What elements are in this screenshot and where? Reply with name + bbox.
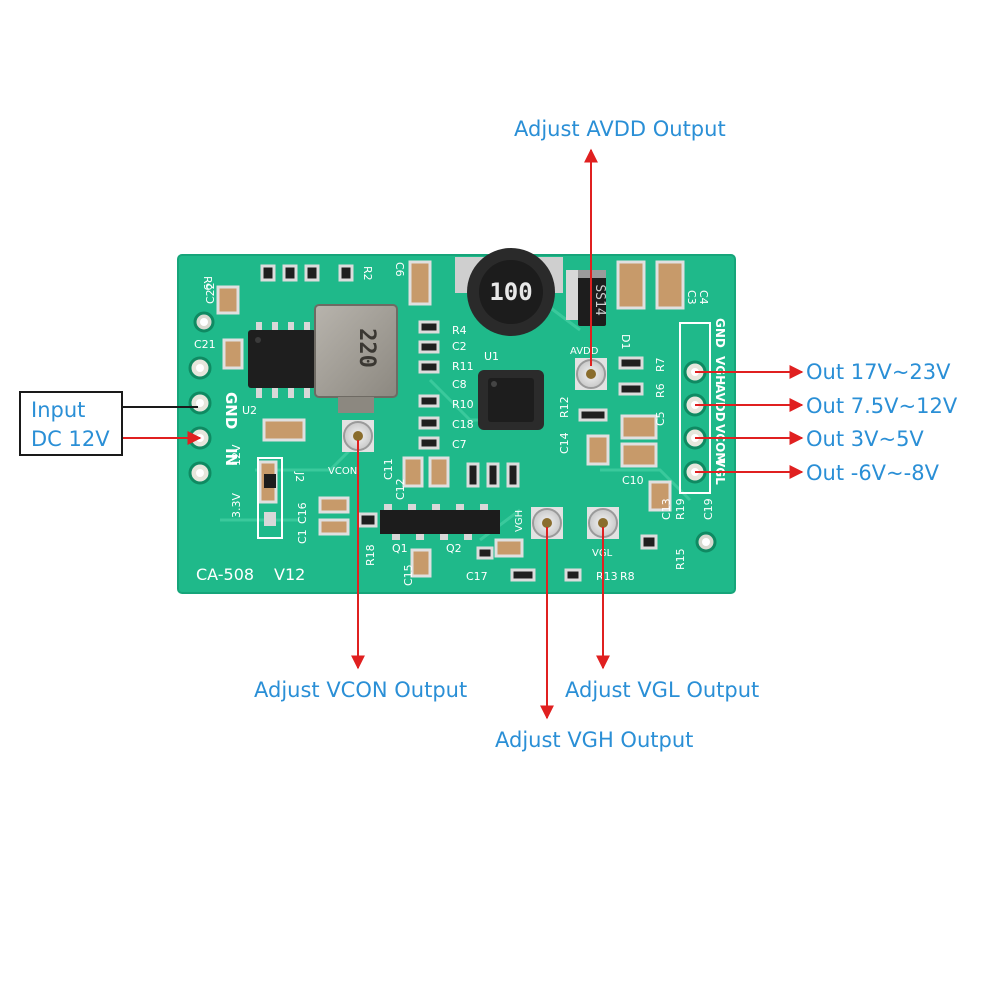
silk-r15: R15 xyxy=(674,548,687,570)
jumper-pads xyxy=(257,457,283,539)
silk-q2: Q2 xyxy=(446,542,462,555)
pot-vgh-label: VGH xyxy=(514,510,525,532)
pot-vcon-label: VCON xyxy=(328,466,357,477)
resistors xyxy=(260,264,658,582)
board-gnd-label: GND xyxy=(222,392,240,429)
inductor-large-label: 220 xyxy=(354,328,379,368)
silk-r12: R12 xyxy=(558,396,571,418)
silk-c2: C2 xyxy=(452,340,467,353)
input-label-line1: Input xyxy=(31,398,86,422)
silk-c18: C18 xyxy=(452,418,474,431)
silk-c3: C3 xyxy=(685,290,698,305)
silk-r4: R4 xyxy=(452,324,467,337)
silk-r9: R9 xyxy=(201,276,214,291)
silk-q1: Q1 xyxy=(392,542,408,555)
silk-c4: C4 xyxy=(697,290,710,305)
header-gnd-label: GND xyxy=(713,318,727,348)
silk-d1: D1 xyxy=(619,334,632,349)
silk-c19: C19 xyxy=(702,498,715,520)
input-label-line2: DC 12V xyxy=(31,427,110,451)
adjust-arrows xyxy=(351,148,610,720)
input-label-box: Input DC 12V xyxy=(19,391,123,456)
silk-r18: R18 xyxy=(364,544,377,566)
ic-u1 xyxy=(478,370,544,430)
silk-r2: R2 xyxy=(361,266,374,281)
silk-c5: C5 xyxy=(654,411,667,426)
transistors xyxy=(380,504,500,540)
silk-c13: C13 xyxy=(660,498,673,520)
diode-ss14: SS14 xyxy=(566,270,607,326)
board-12v-label: 12V xyxy=(230,444,243,466)
adjust-vgl-label: Adjust VGL Output xyxy=(565,678,760,702)
silk-c16: C16 xyxy=(296,502,309,524)
input-leaders xyxy=(123,406,202,445)
out-vcom-label: Out 3V~5V xyxy=(806,427,924,451)
silk-j2: J2 xyxy=(293,471,306,482)
silk-c1: C1 xyxy=(296,529,309,544)
silk-c11: C11 xyxy=(382,458,395,480)
silk-c17: C17 xyxy=(466,570,488,583)
board-model-label: CA-508 xyxy=(196,565,254,584)
adjust-avdd-label: Adjust AVDD Output xyxy=(514,117,726,141)
adjust-vcon-label: Adjust VCON Output xyxy=(254,678,468,702)
output-arrows xyxy=(695,365,804,479)
silk-c21: C21 xyxy=(194,338,216,351)
board-in-label: IN xyxy=(222,448,240,466)
output-header-pads xyxy=(679,322,711,494)
silk-r7: R7 xyxy=(654,357,667,372)
silk-c12: C12 xyxy=(394,478,407,500)
silk-r13: R13 xyxy=(596,570,618,583)
out-avdd-label: Out 7.5V~12V xyxy=(806,394,958,418)
silk-c8: C8 xyxy=(452,378,467,391)
pot-avdd-label: AVDD xyxy=(570,346,599,357)
silk-r6: R6 xyxy=(654,383,667,398)
silk-r19: R19 xyxy=(674,498,687,520)
header-avdd-label: AVDD xyxy=(713,384,727,422)
header-vgh-label: VGH xyxy=(713,356,727,385)
mounting-holes xyxy=(193,311,717,553)
silk-c22: C22 xyxy=(204,282,217,304)
silk-c6: C6 xyxy=(393,262,406,277)
out-vgh-label: Out 17V~23V xyxy=(806,360,951,384)
silk-r11: R11 xyxy=(452,360,474,373)
silk-c15: C15 xyxy=(402,564,415,586)
silk-c14: C14 xyxy=(558,432,571,454)
header-vcom-label: VCOM xyxy=(713,424,727,464)
inductor-large: 220 xyxy=(314,304,398,413)
board-version-label: V12 xyxy=(274,565,305,584)
inductor-round-label: 100 xyxy=(489,278,532,306)
silk-r10: R10 xyxy=(452,398,474,411)
ic-u2 xyxy=(248,322,316,398)
silk-c7: C7 xyxy=(452,438,467,451)
out-vgl-label: Out -6V~-8V xyxy=(806,461,939,485)
silk-u2: U2 xyxy=(242,404,257,417)
inductor-round: 100 xyxy=(455,248,563,336)
silk-c10: C10 xyxy=(622,474,644,487)
silk-r8: R8 xyxy=(620,570,635,583)
adjust-vgh-label: Adjust VGH Output xyxy=(495,728,694,752)
silk-u1: U1 xyxy=(484,350,499,363)
diode-label: SS14 xyxy=(592,284,607,315)
board-33v-label: 3.3V xyxy=(230,493,243,518)
